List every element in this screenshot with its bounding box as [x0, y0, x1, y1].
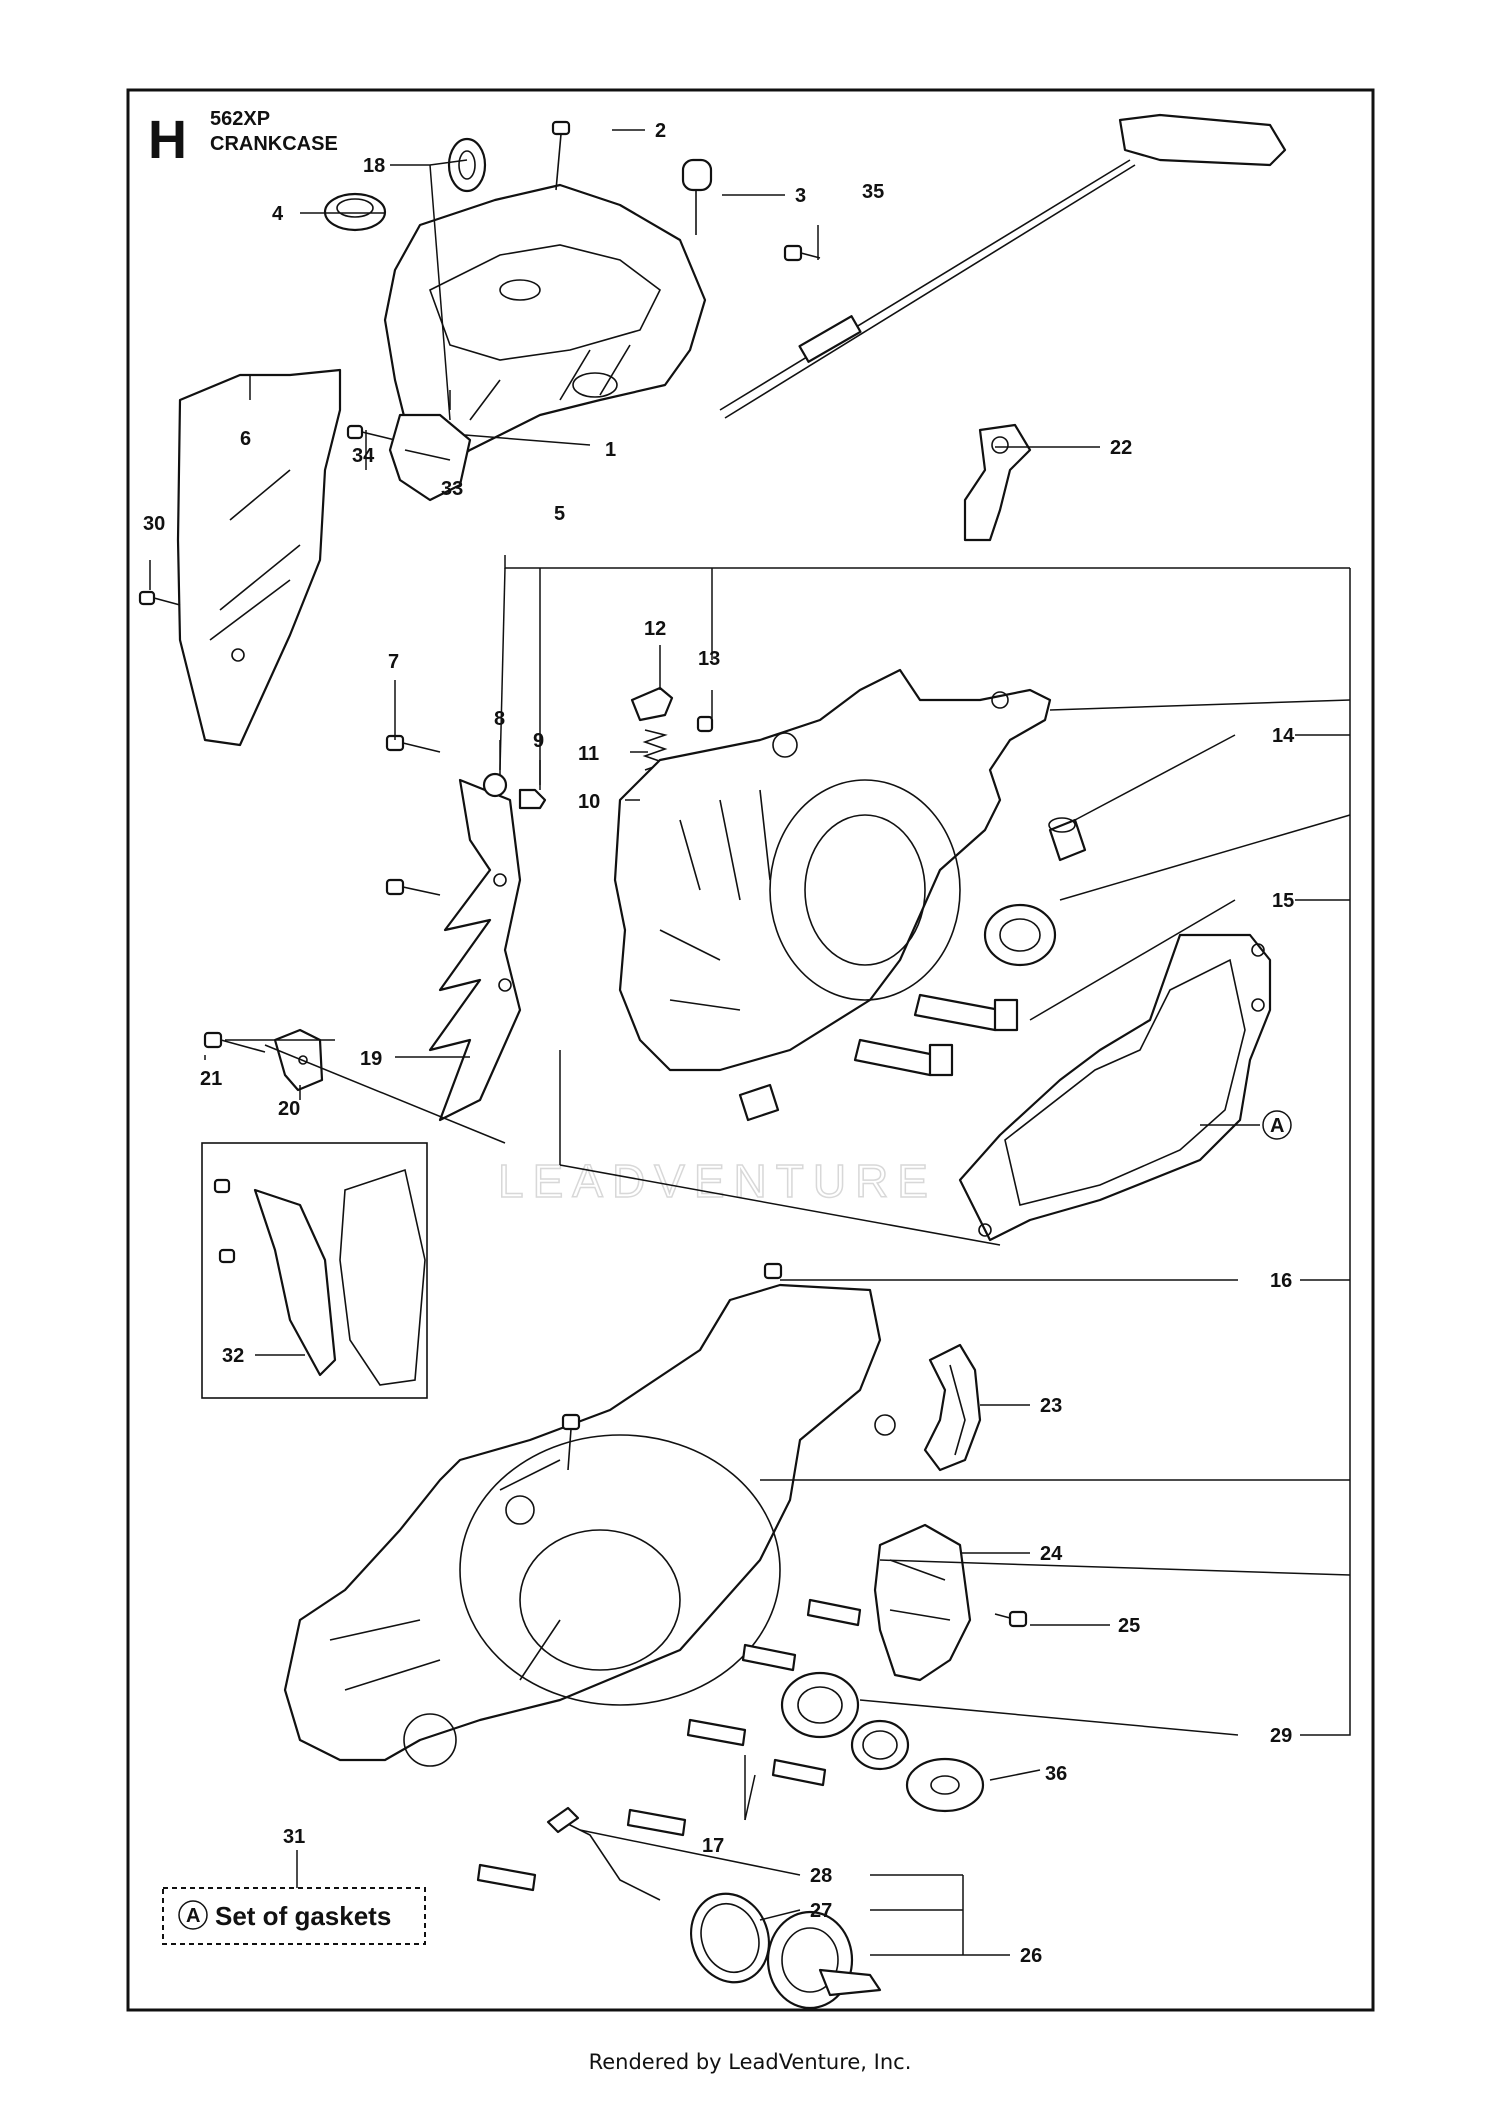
- gasket-marker: A: [1262, 1110, 1292, 1140]
- model-label: 562XP: [210, 108, 270, 130]
- callout-5: 5: [554, 503, 565, 525]
- callout-11: 11: [578, 743, 599, 765]
- leader-lines: [149, 129, 1351, 1956]
- part-4-plug: [323, 192, 387, 232]
- part-34-screw: [346, 424, 396, 441]
- part-14-bushing: [1048, 817, 1087, 862]
- callout-22: 22: [1110, 437, 1132, 459]
- callout-32: 32: [222, 1345, 244, 1367]
- part-22-bracket: [963, 423, 1032, 542]
- part-19-bumper-spike: [428, 778, 522, 1122]
- part-36-washer: [905, 1757, 985, 1813]
- gasket-marker-letter: A: [1270, 1115, 1284, 1137]
- footer-credit: Rendered by LeadVenture, Inc.: [588, 2050, 912, 2074]
- callout-16: 16: [1270, 1270, 1292, 1292]
- part-3-valve: [681, 158, 713, 235]
- part-20-nut: [273, 1028, 324, 1092]
- part-27-o-ring: [690, 1892, 770, 1984]
- diagram-frame: [126, 88, 1375, 2012]
- callout-15: 15: [1272, 890, 1294, 912]
- crankcase-bolts: [853, 993, 1019, 1077]
- part-9-pin: [518, 788, 547, 810]
- part-2-screw: [551, 120, 571, 191]
- callout-7: 7: [388, 651, 399, 673]
- part-1-top-housing: [383, 183, 707, 472]
- callout-1: 1: [605, 439, 616, 461]
- callout-27: 27: [810, 1900, 832, 1922]
- part-16-crankcase-right: [283, 1283, 896, 1767]
- part-24-cover-plate: [873, 1523, 972, 1682]
- callout-36: 36: [1045, 1763, 1067, 1785]
- part-16-screws: [561, 1262, 783, 1471]
- part-13-screw: [696, 715, 714, 733]
- callout-18: 18: [363, 155, 385, 177]
- callouts: 1 2 3 4 5 6 7 8 9 10 11 12 13 14 15 16 1…: [143, 120, 1295, 1967]
- callout-26: 26: [1020, 1945, 1042, 1967]
- callout-33: 33: [441, 478, 463, 500]
- part-35-screw: [783, 244, 821, 262]
- callout-3: 3: [795, 185, 806, 207]
- part-33-block: [388, 413, 472, 502]
- part-23-cover: [923, 1343, 982, 1472]
- callout-30: 30: [143, 513, 165, 535]
- callout-19: 19: [360, 1048, 382, 1070]
- part-26-oil-pump: [766, 1910, 882, 2010]
- part-18-grommet: [447, 137, 487, 193]
- part-8-washer: [482, 772, 508, 798]
- legend-box: A Set of gaskets: [162, 1887, 426, 1945]
- callout-31: 31: [283, 1826, 305, 1848]
- watermark: LEADVENTURE: [498, 1155, 937, 1207]
- callout-34: 34: [352, 445, 375, 467]
- part-21-screw: [203, 1031, 266, 1053]
- part-17-bolts: [476, 1598, 862, 1892]
- callout-17: 17: [702, 1835, 724, 1857]
- part-28-pipe: [546, 1806, 661, 1901]
- callout-29: 29: [1270, 1725, 1292, 1747]
- part-15-bearing: [983, 903, 1057, 967]
- callout-20: 20: [278, 1098, 300, 1120]
- callout-8: 8: [494, 708, 505, 730]
- throttle-rod: [719, 113, 1287, 419]
- part-12-nut: [630, 686, 674, 722]
- callout-13: 13: [698, 648, 720, 670]
- callout-12: 12: [644, 618, 666, 640]
- legend-marker: A: [186, 1905, 200, 1927]
- bushing-lower: [738, 1083, 780, 1122]
- callout-10: 10: [578, 791, 600, 813]
- inset-box-32: [201, 1142, 428, 1399]
- callout-35: 35: [862, 181, 884, 203]
- legend-label: Set of gaskets: [215, 1901, 391, 1931]
- section-letter: H: [148, 110, 187, 170]
- callout-6: 6: [240, 428, 251, 450]
- part-30-screw: [138, 590, 181, 606]
- callout-24: 24: [1040, 1543, 1063, 1565]
- callout-9: 9: [533, 730, 544, 752]
- callout-23: 23: [1040, 1395, 1062, 1417]
- part-7-screws: [385, 734, 441, 896]
- callout-14: 14: [1272, 725, 1295, 747]
- callout-2: 2: [655, 120, 666, 142]
- gasket-a: [958, 933, 1272, 1242]
- section-title: CRANKCASE: [210, 133, 338, 155]
- callout-25: 25: [1118, 1615, 1140, 1637]
- callout-28: 28: [810, 1865, 832, 1887]
- part-6-chain-guard: [176, 368, 342, 747]
- part-29-bearing: [780, 1671, 860, 1739]
- seal-ring: [850, 1719, 910, 1771]
- callout-21: 21: [200, 1068, 222, 1090]
- part-5-crankcase-left: [613, 668, 1052, 1072]
- callout-4: 4: [272, 203, 284, 225]
- part-25-screw: [994, 1610, 1028, 1628]
